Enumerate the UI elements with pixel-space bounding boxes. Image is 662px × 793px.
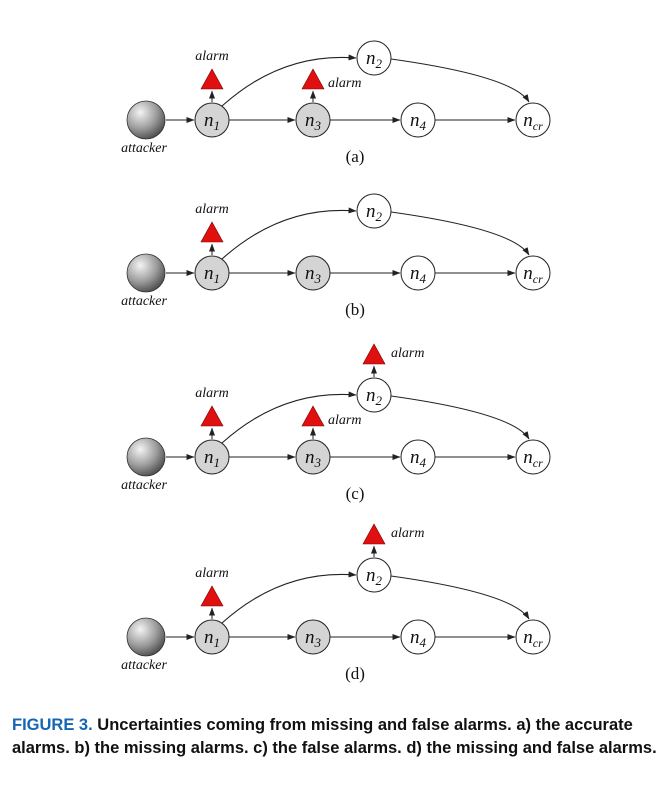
alarm-triangle-icon — [301, 405, 325, 427]
node-subscript-n4: 4 — [420, 118, 427, 133]
alarm-n1: alarm — [195, 49, 229, 102]
panel-label: (a) — [346, 147, 365, 166]
node-subscript-n3: 3 — [314, 455, 322, 470]
edge-n1-n2 — [221, 571, 357, 624]
alarm-label: alarm — [195, 566, 228, 581]
attacker-label: attacker — [121, 658, 167, 673]
attacker-node — [126, 100, 166, 140]
edge-n1-n2 — [221, 207, 357, 260]
node-subscript-n4: 4 — [420, 635, 427, 650]
node-subscript-ncr: cr — [533, 456, 543, 470]
node-n4 — [400, 439, 436, 475]
alarm-label: alarm — [195, 49, 228, 64]
alarm-triangle-icon — [200, 221, 224, 243]
alarm-n1: alarm — [195, 202, 229, 255]
node-n3 — [295, 102, 331, 138]
node-n2 — [356, 557, 392, 593]
node-n3 — [295, 439, 331, 475]
alarm-label: alarm — [391, 346, 424, 361]
node-n3 — [295, 255, 331, 291]
alarm-triangle-icon — [200, 68, 224, 90]
alarm-triangle-icon — [301, 68, 325, 90]
alarm-triangle-icon — [200, 585, 224, 607]
attacker-node — [126, 617, 166, 657]
node-subscript-ncr: cr — [533, 119, 543, 133]
attacker-node — [126, 253, 166, 293]
panel-label: (d) — [345, 664, 365, 683]
node-n1 — [194, 255, 230, 291]
panel-label: (c) — [346, 484, 365, 503]
alarm-n3: alarm — [301, 68, 361, 102]
alarm-label: alarm — [328, 76, 361, 91]
edge-n2-ncr — [390, 395, 530, 440]
alarm-n2: alarm — [362, 343, 424, 377]
node-subscript-n3: 3 — [314, 635, 322, 650]
node-n1 — [194, 619, 230, 655]
node-ncr — [515, 439, 551, 475]
alarm-triangle-icon — [362, 343, 386, 365]
alarm-triangle-icon — [200, 405, 224, 427]
node-n2 — [356, 377, 392, 413]
node-subscript-n1: 1 — [214, 271, 221, 286]
node-subscript-n1: 1 — [214, 455, 221, 470]
alarm-n2: alarm — [362, 523, 424, 557]
node-n4 — [400, 102, 436, 138]
edge-n2-ncr — [390, 575, 530, 620]
edge-n1-n2 — [221, 391, 357, 444]
attacker-node — [126, 437, 166, 477]
attacker-label: attacker — [121, 478, 167, 493]
node-n4 — [400, 255, 436, 291]
alarm-triangle-icon — [362, 523, 386, 545]
alarm-n1: alarm — [195, 386, 229, 439]
node-subscript-n2: 2 — [376, 393, 383, 408]
caption-text: Uncertainties coming from missing and fa… — [12, 716, 657, 757]
node-subscript-n3: 3 — [314, 118, 322, 133]
figure-caption: FIGURE 3. Uncertainties coming from miss… — [12, 714, 657, 760]
node-n2 — [356, 40, 392, 76]
node-ncr — [515, 255, 551, 291]
attacker-label: attacker — [121, 141, 167, 156]
alarm-n1: alarm — [195, 566, 229, 619]
node-subscript-n2: 2 — [376, 573, 383, 588]
node-n4 — [400, 619, 436, 655]
node-subscript-n1: 1 — [214, 118, 221, 133]
node-ncr — [515, 102, 551, 138]
alarm-label: alarm — [195, 386, 228, 401]
edge-n2-ncr — [390, 211, 530, 256]
edge-n1-n2 — [221, 54, 357, 107]
node-subscript-n2: 2 — [376, 56, 383, 71]
edge-n2-ncr — [390, 58, 530, 103]
alarm-label: alarm — [195, 202, 228, 217]
node-subscript-ncr: cr — [533, 272, 543, 286]
node-n3 — [295, 619, 331, 655]
caption-prefix: FIGURE 3. — [12, 716, 93, 734]
node-n1 — [194, 102, 230, 138]
node-n2 — [356, 193, 392, 229]
alarm-label: alarm — [391, 526, 424, 541]
node-subscript-n2: 2 — [376, 209, 383, 224]
node-n1 — [194, 439, 230, 475]
alarm-label: alarm — [328, 413, 361, 428]
node-subscript-n3: 3 — [314, 271, 322, 286]
node-subscript-ncr: cr — [533, 636, 543, 650]
panel-label: (b) — [345, 300, 365, 319]
alarm-n3: alarm — [301, 405, 361, 439]
node-ncr — [515, 619, 551, 655]
node-subscript-n1: 1 — [214, 635, 221, 650]
node-subscript-n4: 4 — [420, 271, 427, 286]
node-subscript-n4: 4 — [420, 455, 427, 470]
attacker-label: attacker — [121, 294, 167, 309]
